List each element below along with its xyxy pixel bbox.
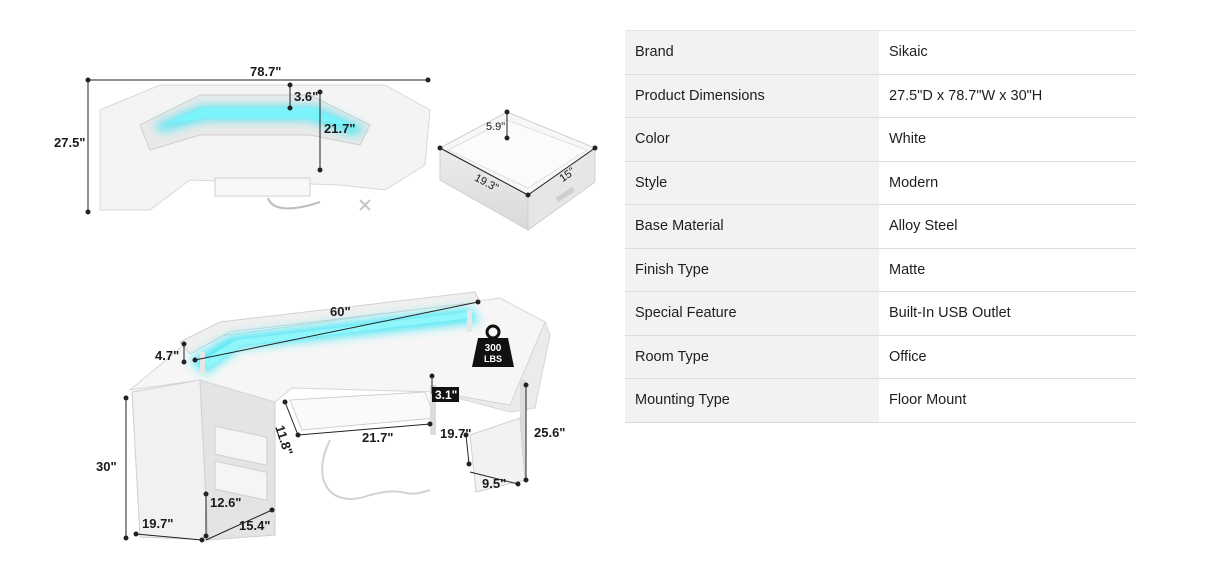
drawer-height-label: 5.9" [486, 121, 505, 133]
desk-height-label: 30" [96, 459, 117, 474]
top-shelf-height-label: 3.6" [294, 89, 318, 104]
spec-label: Brand [625, 30, 879, 75]
tower-width-label: 9.5" [482, 476, 506, 491]
spec-value: White [879, 117, 1136, 162]
table-row: Mounting Type Floor Mount [625, 378, 1136, 423]
tray-gap-label-bg [432, 387, 459, 402]
weight-capacity-badge: 300 LBS [472, 324, 514, 367]
table-row: Brand Sikaic [625, 30, 1136, 75]
weight-capacity-unit: LBS [484, 354, 502, 364]
product-specifications-table: Brand Sikaic Product Dimensions 27.5"D x… [625, 30, 1136, 423]
cabinet-gap-label: 12.6" [210, 495, 241, 510]
spec-label: Color [625, 117, 879, 162]
tray-depth-label: 11.8" [272, 423, 296, 457]
main-view-desk [128, 291, 551, 541]
table-row: Style Modern [625, 161, 1136, 205]
main-view-dimension-lines [123, 299, 529, 543]
product-dimension-figure: 78.7" 27.5" 21.7" 3.6" 5.9" 19.3" 15" [40, 40, 620, 550]
spec-value: Floor Mount [879, 378, 1136, 423]
spec-label: Special Feature [625, 291, 879, 336]
spec-value: 27.5"D x 78.7"W x 30"H [879, 74, 1136, 118]
spec-value: Office [879, 335, 1136, 379]
weight-capacity-number: 300 [485, 343, 502, 354]
table-row: Room Type Office [625, 335, 1136, 379]
spec-label: Mounting Type [625, 378, 879, 423]
tower-height-label: 25.6" [534, 425, 565, 440]
drawer-dimension-lines [437, 109, 598, 198]
top-view-desk [99, 84, 431, 211]
spec-label: Product Dimensions [625, 74, 879, 118]
table-row: Special Feature Built-In USB Outlet [625, 291, 1136, 336]
desk-illustration: 78.7" 27.5" 21.7" 3.6" 5.9" 19.3" 15" [54, 64, 598, 543]
table-row: Product Dimensions 27.5"D x 78.7"W x 30"… [625, 74, 1136, 118]
spec-value: Alloy Steel [879, 204, 1136, 249]
spec-value: Matte [879, 248, 1136, 292]
tray-width-label: 21.7" [362, 430, 393, 445]
spec-label: Base Material [625, 204, 879, 249]
top-depth-label: 27.5" [54, 135, 85, 150]
top-inner-depth-label: 21.7" [324, 121, 355, 136]
shelf-height-label: 4.7" [155, 348, 179, 363]
table-row: Finish Type Matte [625, 248, 1136, 292]
spec-value: Sikaic [879, 30, 1136, 75]
spec-label: Finish Type [625, 248, 879, 292]
spec-label: Style [625, 161, 879, 205]
top-view-dimension-lines [85, 77, 431, 215]
drawer-illustration [438, 111, 597, 231]
cabinet-width-label: 15.4" [239, 518, 270, 533]
top-width-label: 78.7" [250, 64, 281, 79]
table-row: Base Material Alloy Steel [625, 204, 1136, 249]
tray-gap-label: 3.1" [435, 388, 457, 402]
spec-value: Built-In USB Outlet [879, 291, 1136, 336]
table-row: Color White [625, 117, 1136, 162]
cabinet-depth-label: 19.7" [142, 516, 173, 531]
spec-label: Room Type [625, 335, 879, 379]
shelf-length-label: 60" [330, 304, 351, 319]
spec-value: Modern [879, 161, 1136, 205]
tower-depth-label: 19.7" [440, 426, 471, 441]
